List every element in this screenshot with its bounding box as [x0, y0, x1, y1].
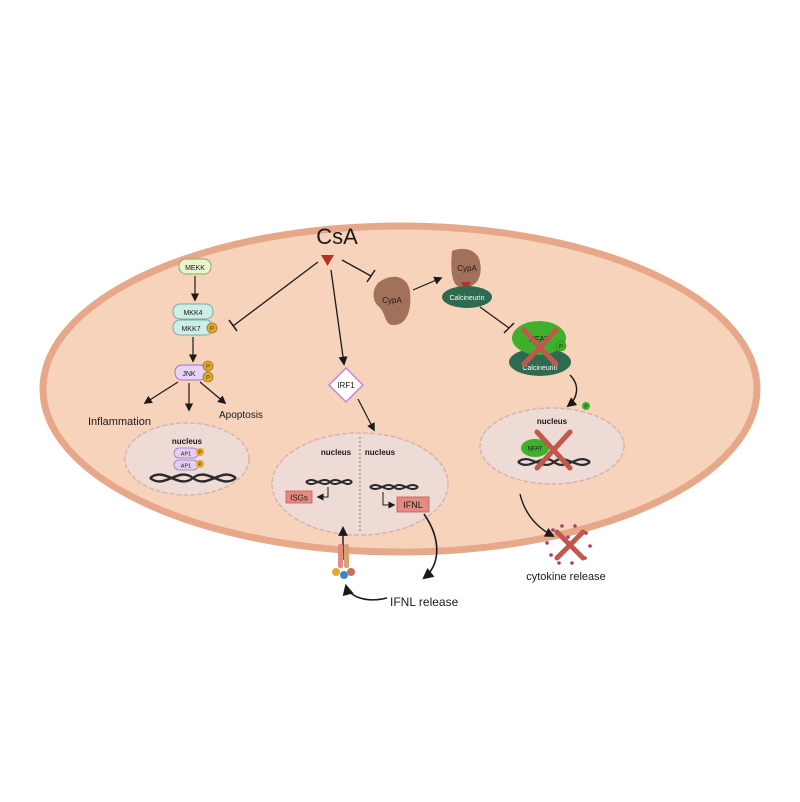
svg-text:P: P	[206, 365, 210, 371]
phospho-icon	[555, 340, 567, 352]
dna-icon	[305, 479, 353, 485]
nfat-bound-label: NFAT	[529, 335, 549, 344]
phospho-icon	[582, 402, 590, 410]
csa-icon	[321, 255, 334, 266]
cypa-bound-icon	[451, 248, 481, 288]
nucleus-mid-title-right: nucleus	[365, 448, 396, 457]
dna-icon	[149, 473, 237, 483]
nucleus-middle	[271, 432, 449, 536]
svg-text:P: P	[198, 462, 202, 468]
cross-icon	[534, 429, 573, 471]
ifnl-label: IFNL	[403, 500, 423, 510]
dna-icon	[517, 458, 591, 466]
dna-icon	[369, 484, 419, 490]
phospho-icon	[196, 448, 204, 456]
svg-text:P: P	[559, 345, 563, 351]
phospho-icon	[206, 322, 218, 334]
cypa-free-icon	[373, 276, 411, 326]
csa-inhibit-cypa	[341, 259, 372, 277]
isgs-label: ISGs	[290, 494, 308, 503]
csa-to-irf1	[330, 269, 348, 366]
irf1-label: IRF1	[337, 381, 355, 390]
apoptosis-label: Apoptosis	[219, 410, 263, 421]
calcineurin-bottom-label: Calcineurin	[522, 365, 557, 372]
svg-text:P: P	[198, 450, 202, 456]
ifnl-release-label: IFNL release	[390, 595, 459, 609]
ifnl-reentry-arrow	[342, 583, 388, 601]
ifnl-receptor-icon	[332, 544, 355, 579]
nfat-nuclear	[521, 439, 549, 457]
csa-label: CsA	[316, 224, 358, 249]
irf1-node	[327, 366, 365, 404]
svg-text:P: P	[584, 404, 588, 410]
nucleus-left-title: nucleus	[172, 437, 203, 446]
phospho-icon	[202, 360, 214, 372]
isgs-box	[285, 490, 313, 504]
cytokine-release-label: cytokine release	[526, 571, 606, 583]
svg-text:AP1: AP1	[181, 452, 191, 458]
calcineurin-top	[442, 286, 492, 308]
phospho-icon	[196, 460, 204, 468]
calcineurin-top-label: Calcineurin	[449, 295, 484, 302]
cypa-free-label: CypA	[382, 296, 402, 305]
mekk-label: MEKK	[185, 265, 205, 272]
nucleus-mid-title-left: nucleus	[321, 448, 352, 457]
ifnl-export-arrow	[422, 513, 438, 580]
mkk4-label: MKK4	[183, 310, 202, 317]
nfat-nuclear-label: NFAT	[528, 447, 543, 453]
calcineurin-bottom	[509, 348, 571, 376]
cytokine-arrow	[519, 493, 555, 537]
svg-text:P: P	[206, 376, 210, 382]
cross-icon	[521, 327, 559, 367]
mkk7-label: MKK7	[181, 326, 200, 333]
inflammation-label: Inflammation	[88, 416, 151, 428]
nucleus-left	[124, 422, 250, 496]
phospho-icon	[202, 371, 214, 383]
svg-text:P: P	[210, 327, 214, 333]
csa-inhibit-mkk	[232, 261, 319, 327]
ifnl-box	[396, 496, 430, 513]
mkk4-box	[172, 303, 214, 320]
cross-icon	[554, 529, 586, 561]
svg-text:AP1: AP1	[181, 464, 191, 470]
nucleus-right-title: nucleus	[537, 417, 568, 426]
jnk-label: JNK	[182, 371, 196, 378]
cypa-bound-label: CypA	[457, 264, 477, 273]
mekk-box	[178, 258, 212, 275]
